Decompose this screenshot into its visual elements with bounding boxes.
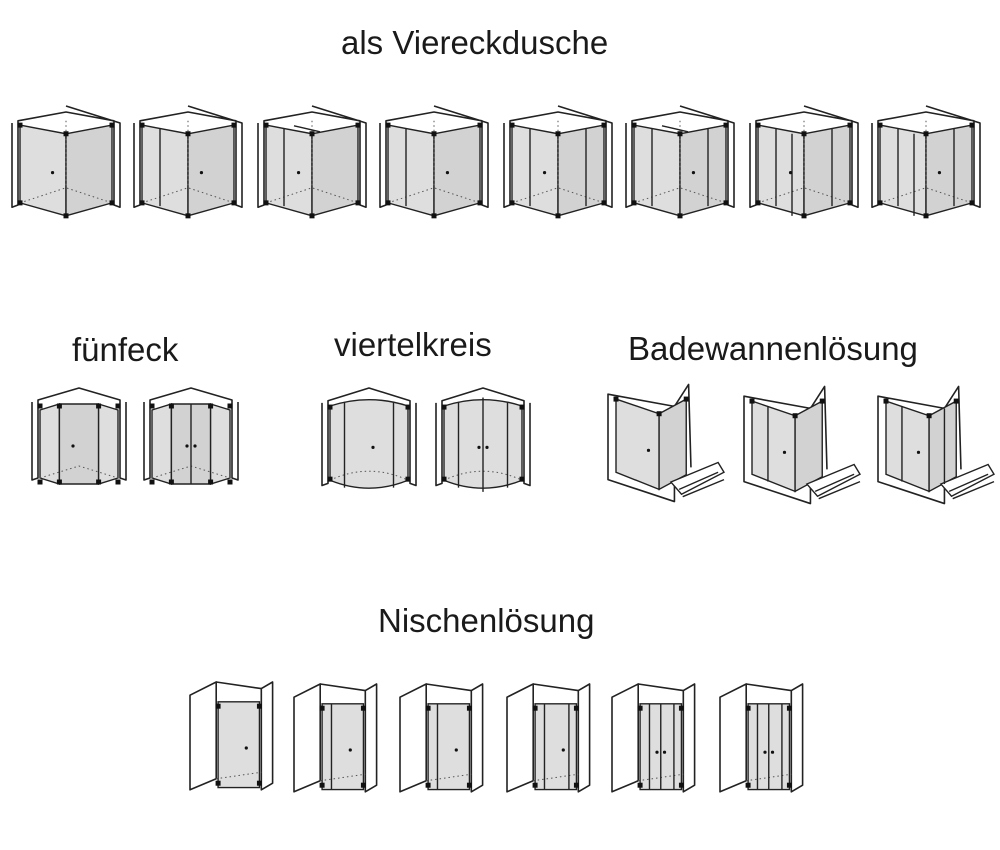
badewanne-figure-2 bbox=[743, 385, 861, 505]
fuenfeck-figure-1 bbox=[31, 387, 127, 485]
viertelkreis-figure-2 bbox=[435, 387, 531, 492]
heading-nischenloesung: Nischenlösung bbox=[378, 602, 595, 639]
viereckdusche-figure-3 bbox=[257, 105, 367, 219]
badewanne-figure-1 bbox=[607, 383, 725, 503]
nische-figure-6 bbox=[719, 683, 804, 793]
viereckdusche-figure-4 bbox=[379, 105, 489, 219]
nische-figure-3 bbox=[399, 683, 484, 793]
viereckdusche-figure-1 bbox=[11, 105, 121, 219]
nische-figure-4 bbox=[506, 683, 591, 793]
heading-badewannenloesung: Badewannenlösung bbox=[628, 330, 918, 367]
nische-figure-5 bbox=[611, 683, 696, 793]
viertelkreis-figure-1 bbox=[321, 387, 417, 489]
viereckdusche-figure-8 bbox=[871, 105, 981, 219]
viereckdusche-figure-2 bbox=[133, 105, 243, 219]
heading-fuenfeck: fünfeck bbox=[72, 331, 179, 368]
nische-figure-1 bbox=[189, 681, 274, 791]
badewanne-figure-3 bbox=[877, 385, 995, 505]
viereckdusche-figure-7 bbox=[749, 105, 859, 219]
viereckdusche-figure-5 bbox=[503, 105, 613, 219]
nische-figure-2 bbox=[293, 683, 378, 793]
heading-viertelkreis: viertelkreis bbox=[334, 326, 492, 363]
fuenfeck-figure-2 bbox=[143, 387, 239, 485]
heading-viereckdusche: als Viereckdusche bbox=[341, 24, 609, 61]
viereckdusche-figure-6 bbox=[625, 105, 735, 219]
